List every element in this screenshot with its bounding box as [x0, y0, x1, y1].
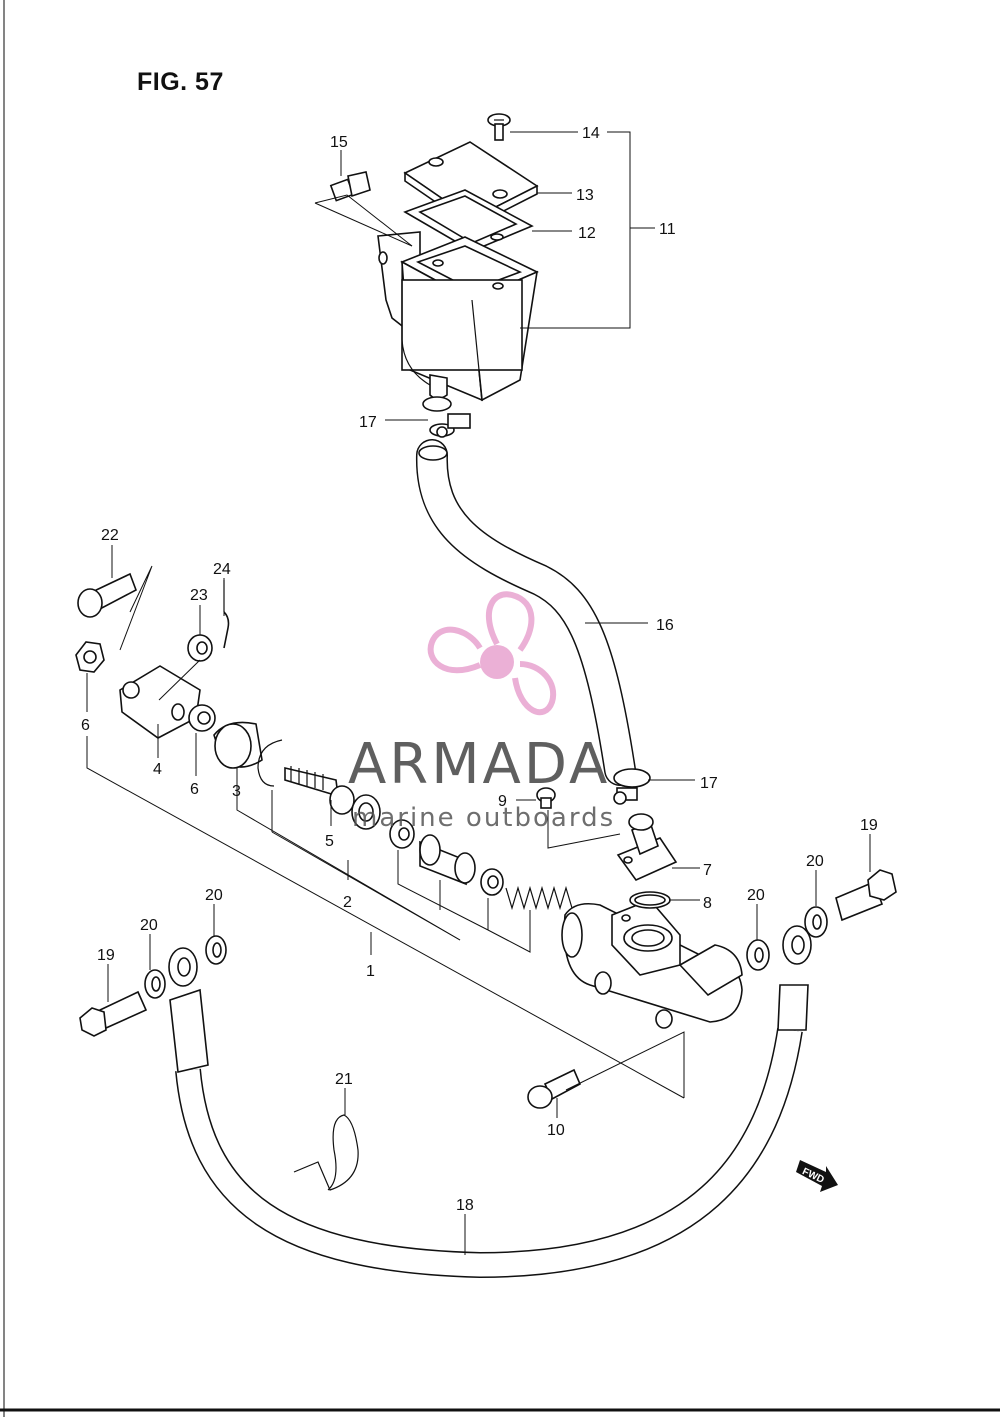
callout-2: 2	[343, 894, 352, 911]
leader-lines	[86, 131, 871, 1255]
part-6-nut-lower	[188, 704, 216, 732]
callout-10: 10	[547, 1122, 565, 1139]
callout-6a: 6	[81, 717, 90, 734]
part-7-fitting	[616, 813, 678, 881]
part-22-pin	[77, 572, 137, 618]
part-20-right-washer-a	[746, 939, 770, 971]
callout-13: 13	[576, 187, 594, 204]
reservoir-assembly	[314, 113, 539, 402]
watermark-tagline: marine outboards	[352, 803, 615, 833]
part-20-left-washer-b	[205, 935, 227, 965]
callout-17b: 17	[700, 775, 718, 792]
callout-20b: 20	[205, 887, 223, 904]
callout-20d: 20	[806, 853, 824, 870]
part-8-o-ring	[629, 891, 671, 909]
callout-16: 16	[656, 617, 674, 634]
callout-19a: 19	[97, 947, 115, 964]
callout-17a: 17	[359, 414, 377, 431]
part-23-washer	[187, 634, 213, 662]
part-9-screw	[536, 787, 556, 809]
callout-3: 3	[232, 783, 241, 800]
callout-8: 8	[703, 895, 712, 912]
part-20-left-washer-a	[144, 969, 166, 999]
part-14-cap-screw	[487, 113, 511, 141]
part-12-gasket	[403, 189, 534, 252]
callout-6b: 6	[190, 781, 199, 798]
callout-12: 12	[578, 225, 596, 242]
callout-19b: 19	[860, 817, 878, 834]
callout-20c: 20	[747, 887, 765, 904]
part-circlip	[257, 739, 283, 787]
piston-parts	[389, 819, 504, 896]
part-17-lower-clamp	[613, 768, 651, 805]
callout-labels: 1 2 3 4 5 6 6 7 8 9 10 11 12 13 14 15 16…	[81, 125, 878, 1214]
part-18-brake-hose	[168, 925, 812, 1279]
callout-1: 1	[366, 963, 375, 980]
part-5-push-rod	[284, 766, 381, 830]
callout-4: 4	[153, 761, 162, 778]
watermark: ARMADA marine outboards	[348, 591, 615, 833]
part-17-upper-clamp	[422, 396, 471, 438]
callout-24: 24	[213, 561, 231, 578]
part-19-left-union-bolt	[79, 990, 148, 1037]
part-6-nut-upper	[75, 641, 105, 673]
part-21-hose-clip	[293, 1114, 359, 1191]
fwd-arrow: FWD	[796, 1160, 838, 1192]
callout-15: 15	[330, 134, 348, 151]
callout-18: 18	[456, 1197, 474, 1214]
callout-23: 23	[190, 587, 208, 604]
callout-20a: 20	[140, 917, 158, 934]
part-4-clevis	[119, 665, 201, 739]
callout-5: 5	[325, 833, 334, 850]
master-cylinder-body	[561, 899, 743, 1029]
part-20-right-washer-b	[804, 906, 828, 938]
callout-11: 11	[659, 221, 676, 238]
watermark-brand: ARMADA	[348, 732, 610, 797]
part-3-boot	[213, 721, 263, 769]
callout-9: 9	[498, 793, 507, 810]
callout-14: 14	[582, 125, 600, 142]
part-19-right-union-bolt	[835, 869, 897, 922]
fwd-text: FWD	[800, 1166, 825, 1186]
callout-22: 22	[101, 527, 119, 544]
part-24-cotter-pin	[223, 580, 230, 649]
part-15-bolt	[329, 171, 371, 202]
part-16-hose	[415, 439, 636, 786]
callout-7: 7	[703, 862, 712, 879]
figure-title: FIG. 57	[137, 68, 224, 96]
callout-21: 21	[335, 1071, 353, 1088]
spring	[505, 885, 573, 911]
propeller-logo	[427, 591, 557, 716]
part-10-bolt	[527, 1068, 582, 1109]
part-11-reservoir-body	[377, 231, 539, 402]
